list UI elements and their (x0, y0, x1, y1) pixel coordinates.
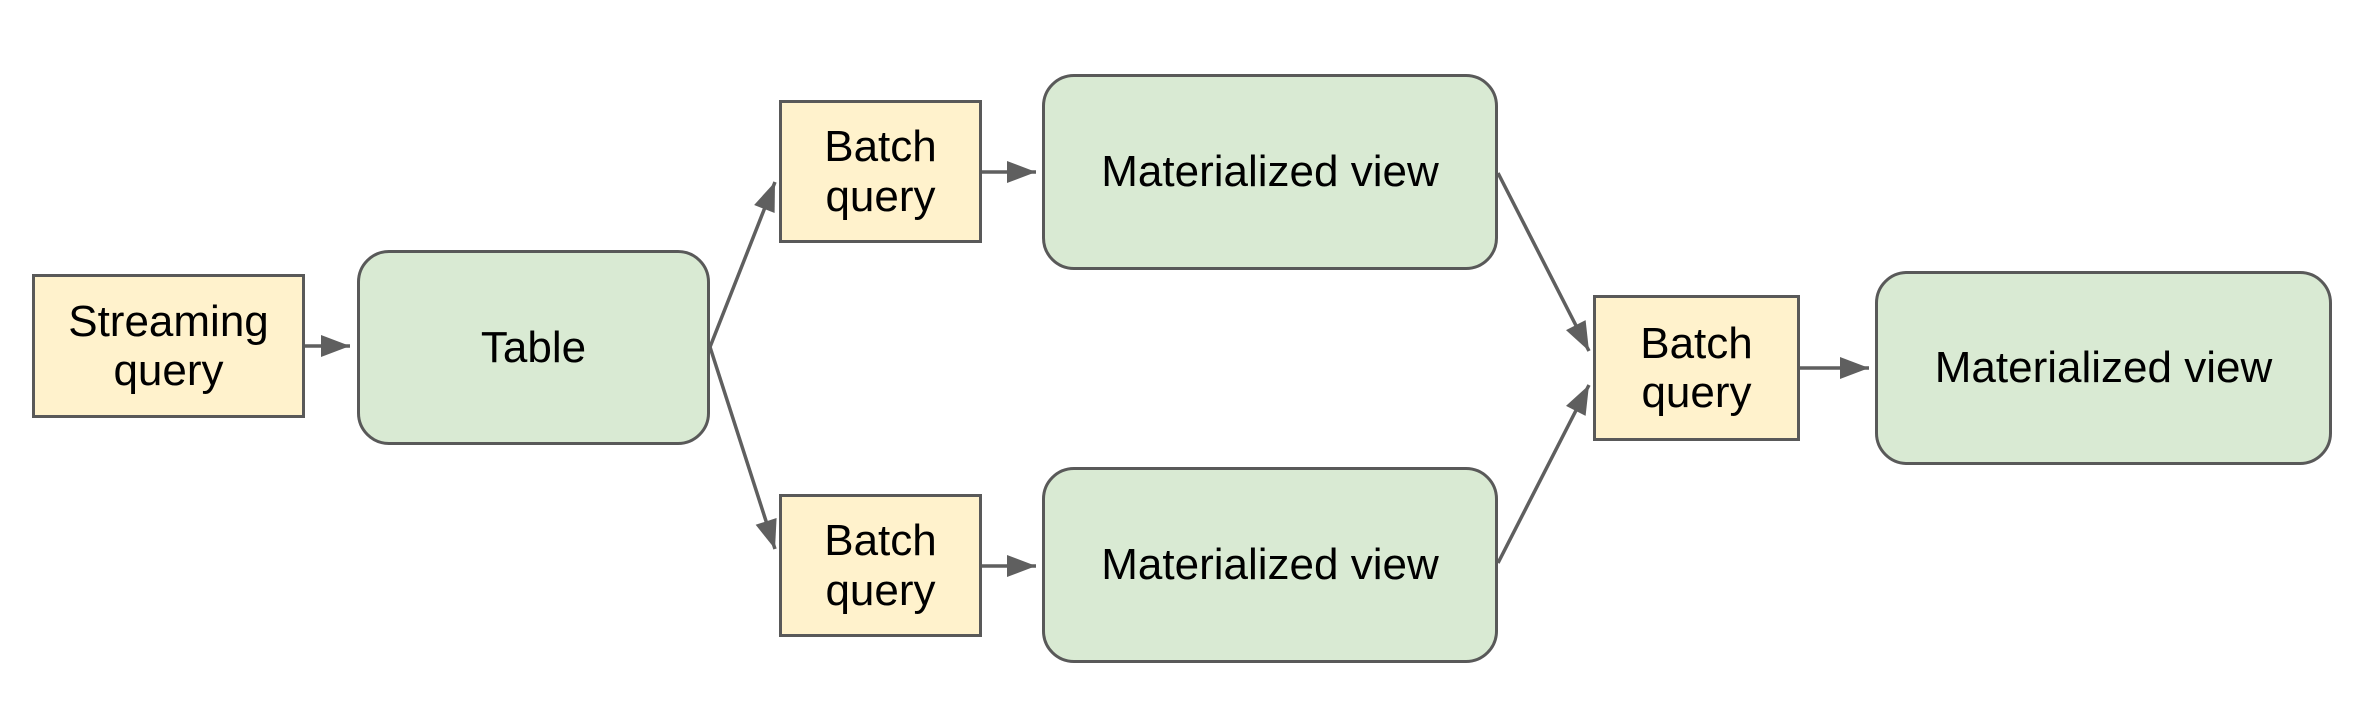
node-table-label: Table (480, 322, 587, 372)
node-batch-query-bottom: Batch query (779, 494, 982, 637)
node-materialized-view-top: Materialized view (1042, 74, 1498, 270)
node-materialized-view-top-label: Materialized view (1101, 147, 1439, 197)
node-materialized-view-final-label: Materialized view (1934, 343, 2273, 393)
edge-table-to-batch-query-top (708, 181, 777, 348)
edge-mv-top-to-batch-query-right (1496, 172, 1591, 352)
node-streaming-query: Streaming query (32, 274, 305, 418)
node-streaming-query-label: Streaming query (68, 296, 269, 395)
node-table: Table (357, 250, 710, 445)
node-materialized-view-bottom-label: Materialized view (1101, 540, 1439, 590)
node-batch-query-top: Batch query (779, 100, 982, 243)
node-batch-query-right: Batch query (1593, 295, 1800, 441)
node-materialized-view-final: Materialized view (1875, 271, 2332, 465)
edge-table-to-batch-query-bottom (708, 346, 777, 550)
node-batch-query-top-label: Batch query (824, 122, 937, 221)
node-batch-query-bottom-label: Batch query (824, 516, 937, 615)
edge-mv-bottom-to-batch-query-right (1496, 384, 1591, 564)
node-materialized-view-bottom: Materialized view (1042, 467, 1498, 663)
node-batch-query-right-label: Batch query (1640, 318, 1753, 417)
